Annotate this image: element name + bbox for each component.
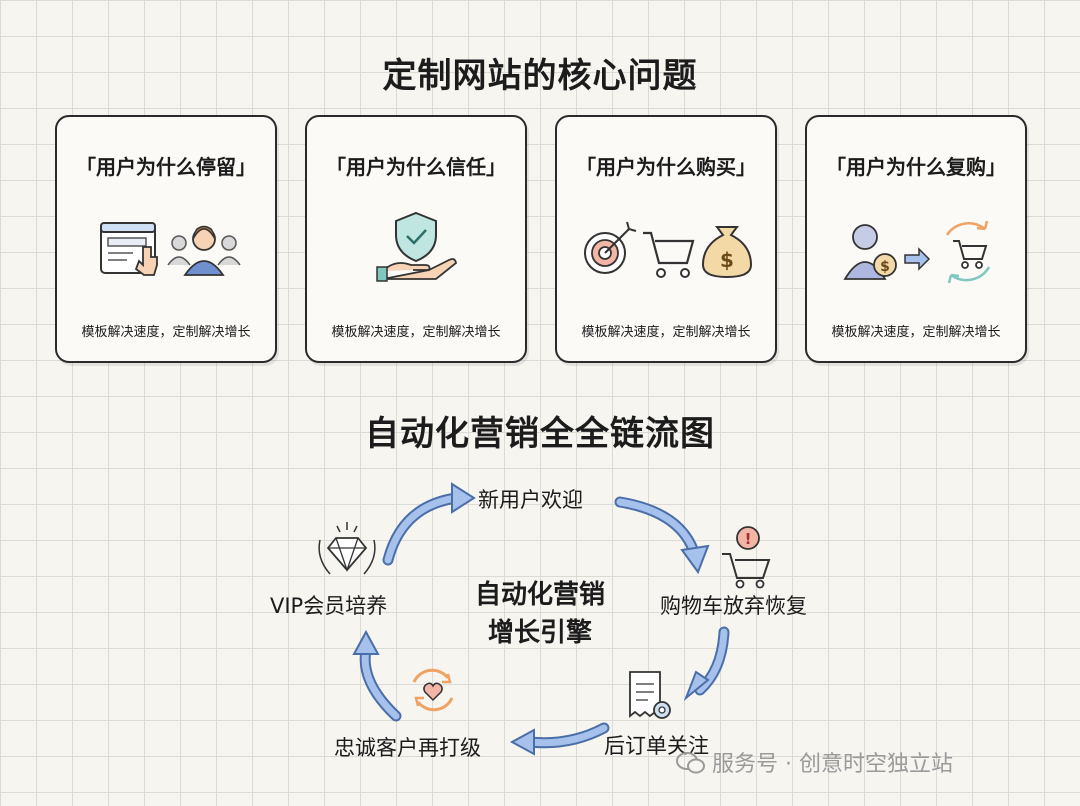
card-icons: $ <box>557 209 775 285</box>
center-label-line1: 自动化营销 <box>474 580 605 610</box>
arrow-right-icon <box>904 247 931 271</box>
flow-title: 自动化营销全全链流图 <box>365 414 715 454</box>
node-new-user-welcome: 新用户欢迎 <box>478 488 583 512</box>
flow-cycle-diagram: ! <box>318 482 771 756</box>
receipt-gear-icon <box>629 671 671 719</box>
cycle-arrow <box>614 496 710 575</box>
user-group-icon <box>167 225 241 276</box>
card-caption: 模板解决速度，定制解决增长 <box>81 325 251 340</box>
watermark: 服务号 · 创意时空独立站 <box>712 752 953 777</box>
card-why-buy: 「用户为什么购买」 $ 模板解决速度，定制解决增长 <box>555 115 777 363</box>
node-cart-abandon-recovery: 购物车放弃恢复 <box>660 594 807 618</box>
card-title: 「用户为什么停留」 <box>76 155 256 179</box>
cycle-arrow <box>382 482 476 566</box>
cycle-arrow <box>352 629 402 722</box>
card-icons: $ <box>807 209 1025 285</box>
card-caption: 模板解决速度，定制解决增长 <box>831 325 1001 340</box>
wechat-icon <box>676 752 705 774</box>
target-icon <box>584 221 637 274</box>
shopping-cart-icon <box>643 231 695 278</box>
diamond-laurel-icon <box>318 522 376 575</box>
money-bag-icon: $ <box>701 226 753 279</box>
repeat-cart-icon <box>945 220 991 284</box>
card-caption: 模板解决速度，定制解决增长 <box>331 325 501 340</box>
svg-text:$: $ <box>880 259 890 275</box>
shield-hand-icon <box>376 211 457 282</box>
cart-alert-icon: ! <box>722 526 771 589</box>
card-why-trust: 「用户为什么信任」 模板解决速度，定制解决增长 <box>305 115 527 363</box>
card-icons <box>307 209 525 285</box>
card-title: 「用户为什么复购」 <box>826 155 1006 179</box>
card-why-stay: 「用户为什么停留」 模板解决速度，定制解决增长 <box>55 115 277 363</box>
main-title: 定制网站的核心问题 <box>382 56 698 96</box>
heart-cycle-icon <box>412 668 454 712</box>
card-why-repurchase: 「用户为什么复购」 $ 模板解决速度，定制解决增长 <box>805 115 1027 363</box>
center-label-line2: 增长引擎 <box>487 618 592 648</box>
svg-text:$: $ <box>720 248 734 272</box>
svg-text:!: ! <box>745 530 752 548</box>
card-title: 「用户为什么信任」 <box>326 155 506 179</box>
node-loyal-customer-reactivation: 忠诚客户再打级 <box>334 736 481 760</box>
card-icons <box>57 209 275 285</box>
cycle-arrow <box>509 722 610 756</box>
browser-click-icon <box>100 222 158 276</box>
node-vip-member-nurture: VIP会员培养 <box>270 594 388 618</box>
card-caption: 模板解决速度，定制解决增长 <box>581 325 751 340</box>
cycle-arrow <box>683 626 730 702</box>
card-title: 「用户为什么购买」 <box>576 155 756 179</box>
user-coin-icon: $ <box>843 224 897 280</box>
